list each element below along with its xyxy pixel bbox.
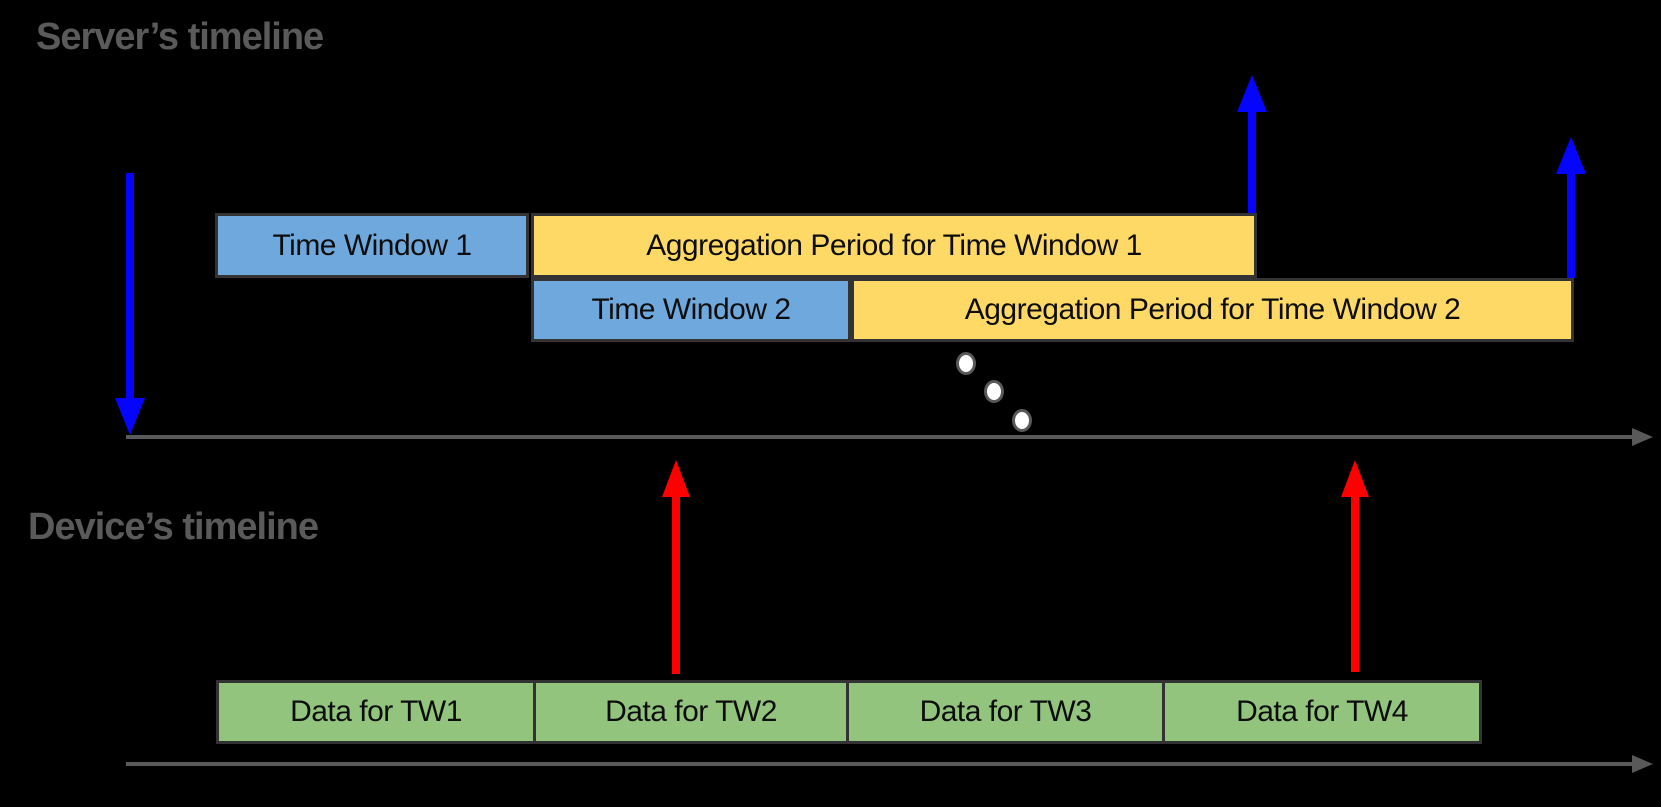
red-up-arrowhead [662,460,690,497]
blue-down-arrow-shaft [126,173,134,403]
blue-up-arrow-shaft [1248,109,1256,213]
time-window-1-box: Time Window 1 [215,213,529,278]
red-up-arrow-shaft [672,494,680,674]
blue-down-arrowhead [115,398,145,435]
device-timeline-title: Device’s timeline [28,506,319,548]
ellipsis-dot [984,380,1004,403]
red-up-arrow-shaft [1351,494,1359,672]
blue-up-arrow-shaft [1567,171,1575,278]
ellipsis-dot [956,352,976,375]
data-tw3-box: Data for TW3 [846,680,1165,744]
blue-up-arrowhead [1237,75,1267,112]
red-up-arrowhead [1341,460,1369,497]
ellipsis-dot [1012,409,1032,432]
server-timeline-title: Server’s timeline [36,16,324,58]
device-axis-line [126,762,1634,766]
aggregation-period-2-box: Aggregation Period for Time Window 2 [851,278,1574,342]
aggregation-period-1-box: Aggregation Period for Time Window 1 [531,213,1257,278]
blue-up-arrowhead [1556,137,1586,174]
time-window-2-box: Time Window 2 [531,278,851,342]
data-tw4-box: Data for TW4 [1162,680,1482,744]
server-axis-arrowhead-icon [1632,428,1653,446]
server-axis-line [126,435,1634,439]
data-tw2-box: Data for TW2 [533,680,849,744]
device-axis-arrowhead-icon [1632,755,1653,773]
data-tw1-box: Data for TW1 [216,680,536,744]
